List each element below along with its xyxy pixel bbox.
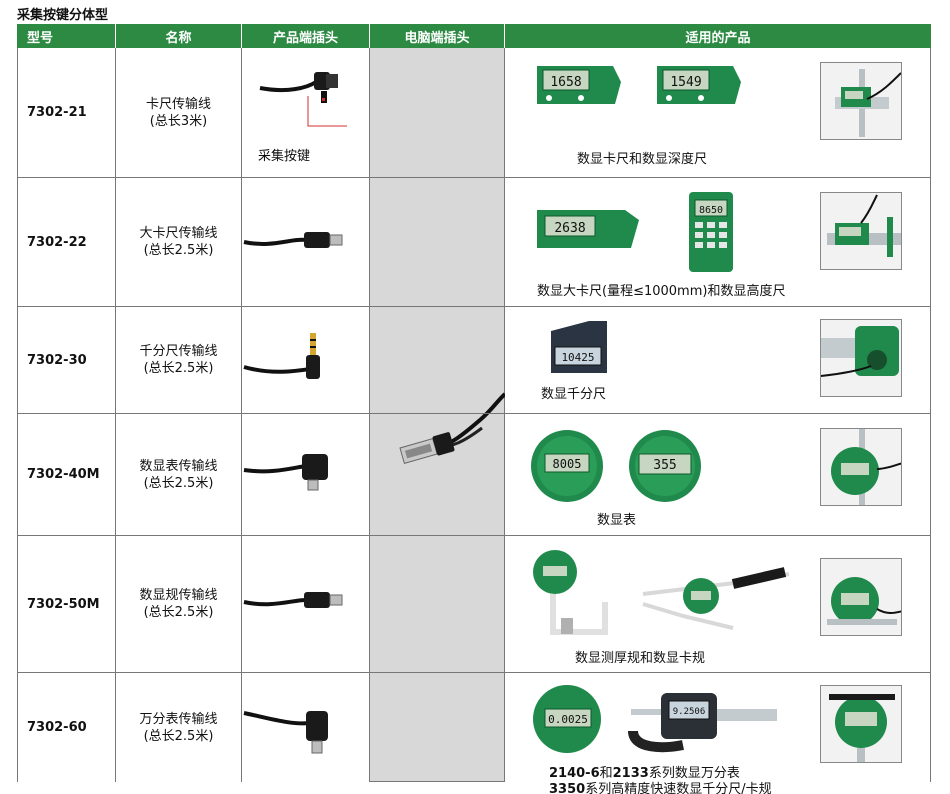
micro-usb-plug-icon <box>243 232 343 248</box>
connector-with-button-icon <box>259 72 347 127</box>
product-photo <box>820 685 902 763</box>
cable-name-line: 数显表传输线 <box>139 458 218 474</box>
series-code: 3350 <box>549 782 586 794</box>
digital-micrometer-image: 10425 <box>551 321 607 373</box>
products-cell: 2638 8650 数显大卡尺(量程≤1000mm)和数显高度尺 <box>505 178 931 306</box>
conjunction: 和 <box>599 766 613 781</box>
angled-micro-usb-plug-icon <box>243 711 328 754</box>
lcd-readout: 9.2506 <box>673 707 706 717</box>
header-name: 名称 <box>116 24 242 48</box>
cable-name: 卡尺传输线 (总长3米) <box>116 48 242 177</box>
lcd-readout: 2638 <box>554 221 585 236</box>
table-row: 7302-21 卡尺传输线 (总长3米) 采集按键 1658 <box>17 48 931 178</box>
model-number: 7302-22 <box>17 178 116 306</box>
cable-length: (总长2.5米) <box>143 361 214 376</box>
header-model: 型号 <box>17 24 116 48</box>
cable-name-line: 数显规传输线 <box>139 588 218 603</box>
lcd-readout: 10425 <box>561 351 594 364</box>
device-plug-cell <box>242 414 370 535</box>
cable-name-line: 千分尺传输线 <box>139 344 218 359</box>
products-label-line-1: 2140-6和2133系列数显万分表 <box>549 762 740 781</box>
model-number: 7302-21 <box>17 48 116 177</box>
cable-name: 数显表传输线 (总长2.5米) <box>116 414 242 535</box>
cable-name-line: 大卡尺传输线 <box>139 226 218 241</box>
digital-caliper-image: 1658 1549 <box>537 66 741 104</box>
lcd-readout: 8650 <box>699 205 723 216</box>
products-label: 数显表 <box>597 513 637 528</box>
cable-length: (总长2.5米) <box>143 475 214 491</box>
micro-usb-plug-icon <box>243 592 343 608</box>
angled-micro-usb-plug-icon <box>243 454 328 491</box>
product-photo <box>820 558 902 636</box>
cable-length: (总长2.5米) <box>143 605 214 620</box>
lcd-readout: 355 <box>653 458 676 473</box>
model-number: 7302-30 <box>17 307 116 413</box>
device-plug-cell <box>242 536 370 672</box>
large-caliper-and-height-gauge-image: 2638 8650 <box>537 192 733 272</box>
product-photo <box>820 192 902 270</box>
cable-name: 数显规传输线 (总长2.5米) <box>116 536 242 672</box>
lcd-readout: 1658 <box>550 75 581 90</box>
device-plug-cell <box>242 178 370 306</box>
series-code: 2133 <box>612 766 649 781</box>
lcd-readout: 1549 <box>670 75 701 90</box>
products-cell: 0.0025 9.2506 2140-6和2133系列数显万分表 3350系列高… <box>505 673 931 794</box>
products-label: 数显测厚规和数显卡规 <box>575 651 706 666</box>
table-row: 7302-50M 数显规传输线 (总长2.5米) <box>17 536 931 673</box>
cable-length: (总长2.5米) <box>143 243 214 258</box>
products-label: 数显卡尺和数显深度尺 <box>577 152 708 167</box>
product-photo <box>820 319 902 397</box>
products-label-line-2: 3350系列高精度快速数显千分尺/卡规 <box>549 778 772 794</box>
products-text: 系列高精度快速数显千分尺/卡规 <box>585 782 772 794</box>
products-cell: 10425 数显千分尺 <box>505 307 931 413</box>
products-cell: 1658 1549 数显卡尺和数显深度尺 <box>505 48 931 177</box>
pc-plug-cell <box>370 48 505 782</box>
table-row: 7302-30 千分尺传输线 (总长2.5米) 10425 数显千分尺 <box>17 307 931 414</box>
products-label: 数显千分尺 <box>541 387 607 402</box>
products-label: 数显大卡尺(量程≤1000mm)和数显高度尺 <box>537 284 786 299</box>
table-row: 7302-22 大卡尺传输线 (总长2.5米) 2638 8650 <box>17 178 931 307</box>
lcd-readout: 0.0025 <box>548 713 588 726</box>
products-text: 系列数显万分表 <box>648 766 740 781</box>
model-number: 7302-60 <box>17 673 116 782</box>
thickness-gauge-and-caliper-gauge-image <box>533 550 790 635</box>
usb-plug-icon <box>399 392 505 464</box>
header-pc-plug: 电脑端插头 <box>370 24 505 48</box>
series-code: 2140-6 <box>549 766 600 781</box>
cable-name-line: 万分表传输线 <box>139 711 218 727</box>
cable-name: 大卡尺传输线 (总长2.5米) <box>116 178 242 306</box>
table-row: 7302-40M 数显表传输线 (总长2.5米) 8005 355 <box>17 414 931 536</box>
button-annotation: 采集按键 <box>258 149 311 164</box>
page-title: 采集按键分体型 <box>17 8 109 23</box>
device-plug-cell <box>242 307 370 413</box>
digital-indicator-image: 8005 355 <box>531 430 701 502</box>
header-device-plug: 产品端插头 <box>242 24 370 48</box>
device-plug-cell: 采集按键 <box>242 48 370 177</box>
product-photo <box>820 62 902 140</box>
cable-name: 千分尺传输线 (总长2.5米) <box>116 307 242 413</box>
device-plug-cell <box>242 673 370 782</box>
header-products: 适用的产品 <box>505 24 931 48</box>
audio-jack-plug-icon <box>243 333 320 379</box>
dial-indicator-and-micrometer-image: 0.0025 9.2506 <box>533 685 777 753</box>
product-photo <box>820 428 902 506</box>
cable-name-line: 卡尺传输线 <box>145 96 211 112</box>
cable-length: (总长3米) <box>149 113 208 129</box>
products-cell: 数显测厚规和数显卡规 <box>505 536 931 672</box>
model-number: 7302-50M <box>17 536 116 672</box>
product-table: 型号 名称 产品端插头 电脑端插头 适用的产品 7302-21 卡尺传输线 (总… <box>17 24 931 794</box>
products-cell: 8005 355 数显表 <box>505 414 931 535</box>
model-number: 7302-40M <box>17 414 116 535</box>
cable-length: (总长2.5米) <box>143 728 214 744</box>
table-row: 7302-60 万分表传输线 (总长2.5米) 0.0025 9.2506 <box>17 673 931 794</box>
cable-name: 万分表传输线 (总长2.5米) <box>116 673 242 782</box>
lcd-readout: 8005 <box>553 457 582 471</box>
